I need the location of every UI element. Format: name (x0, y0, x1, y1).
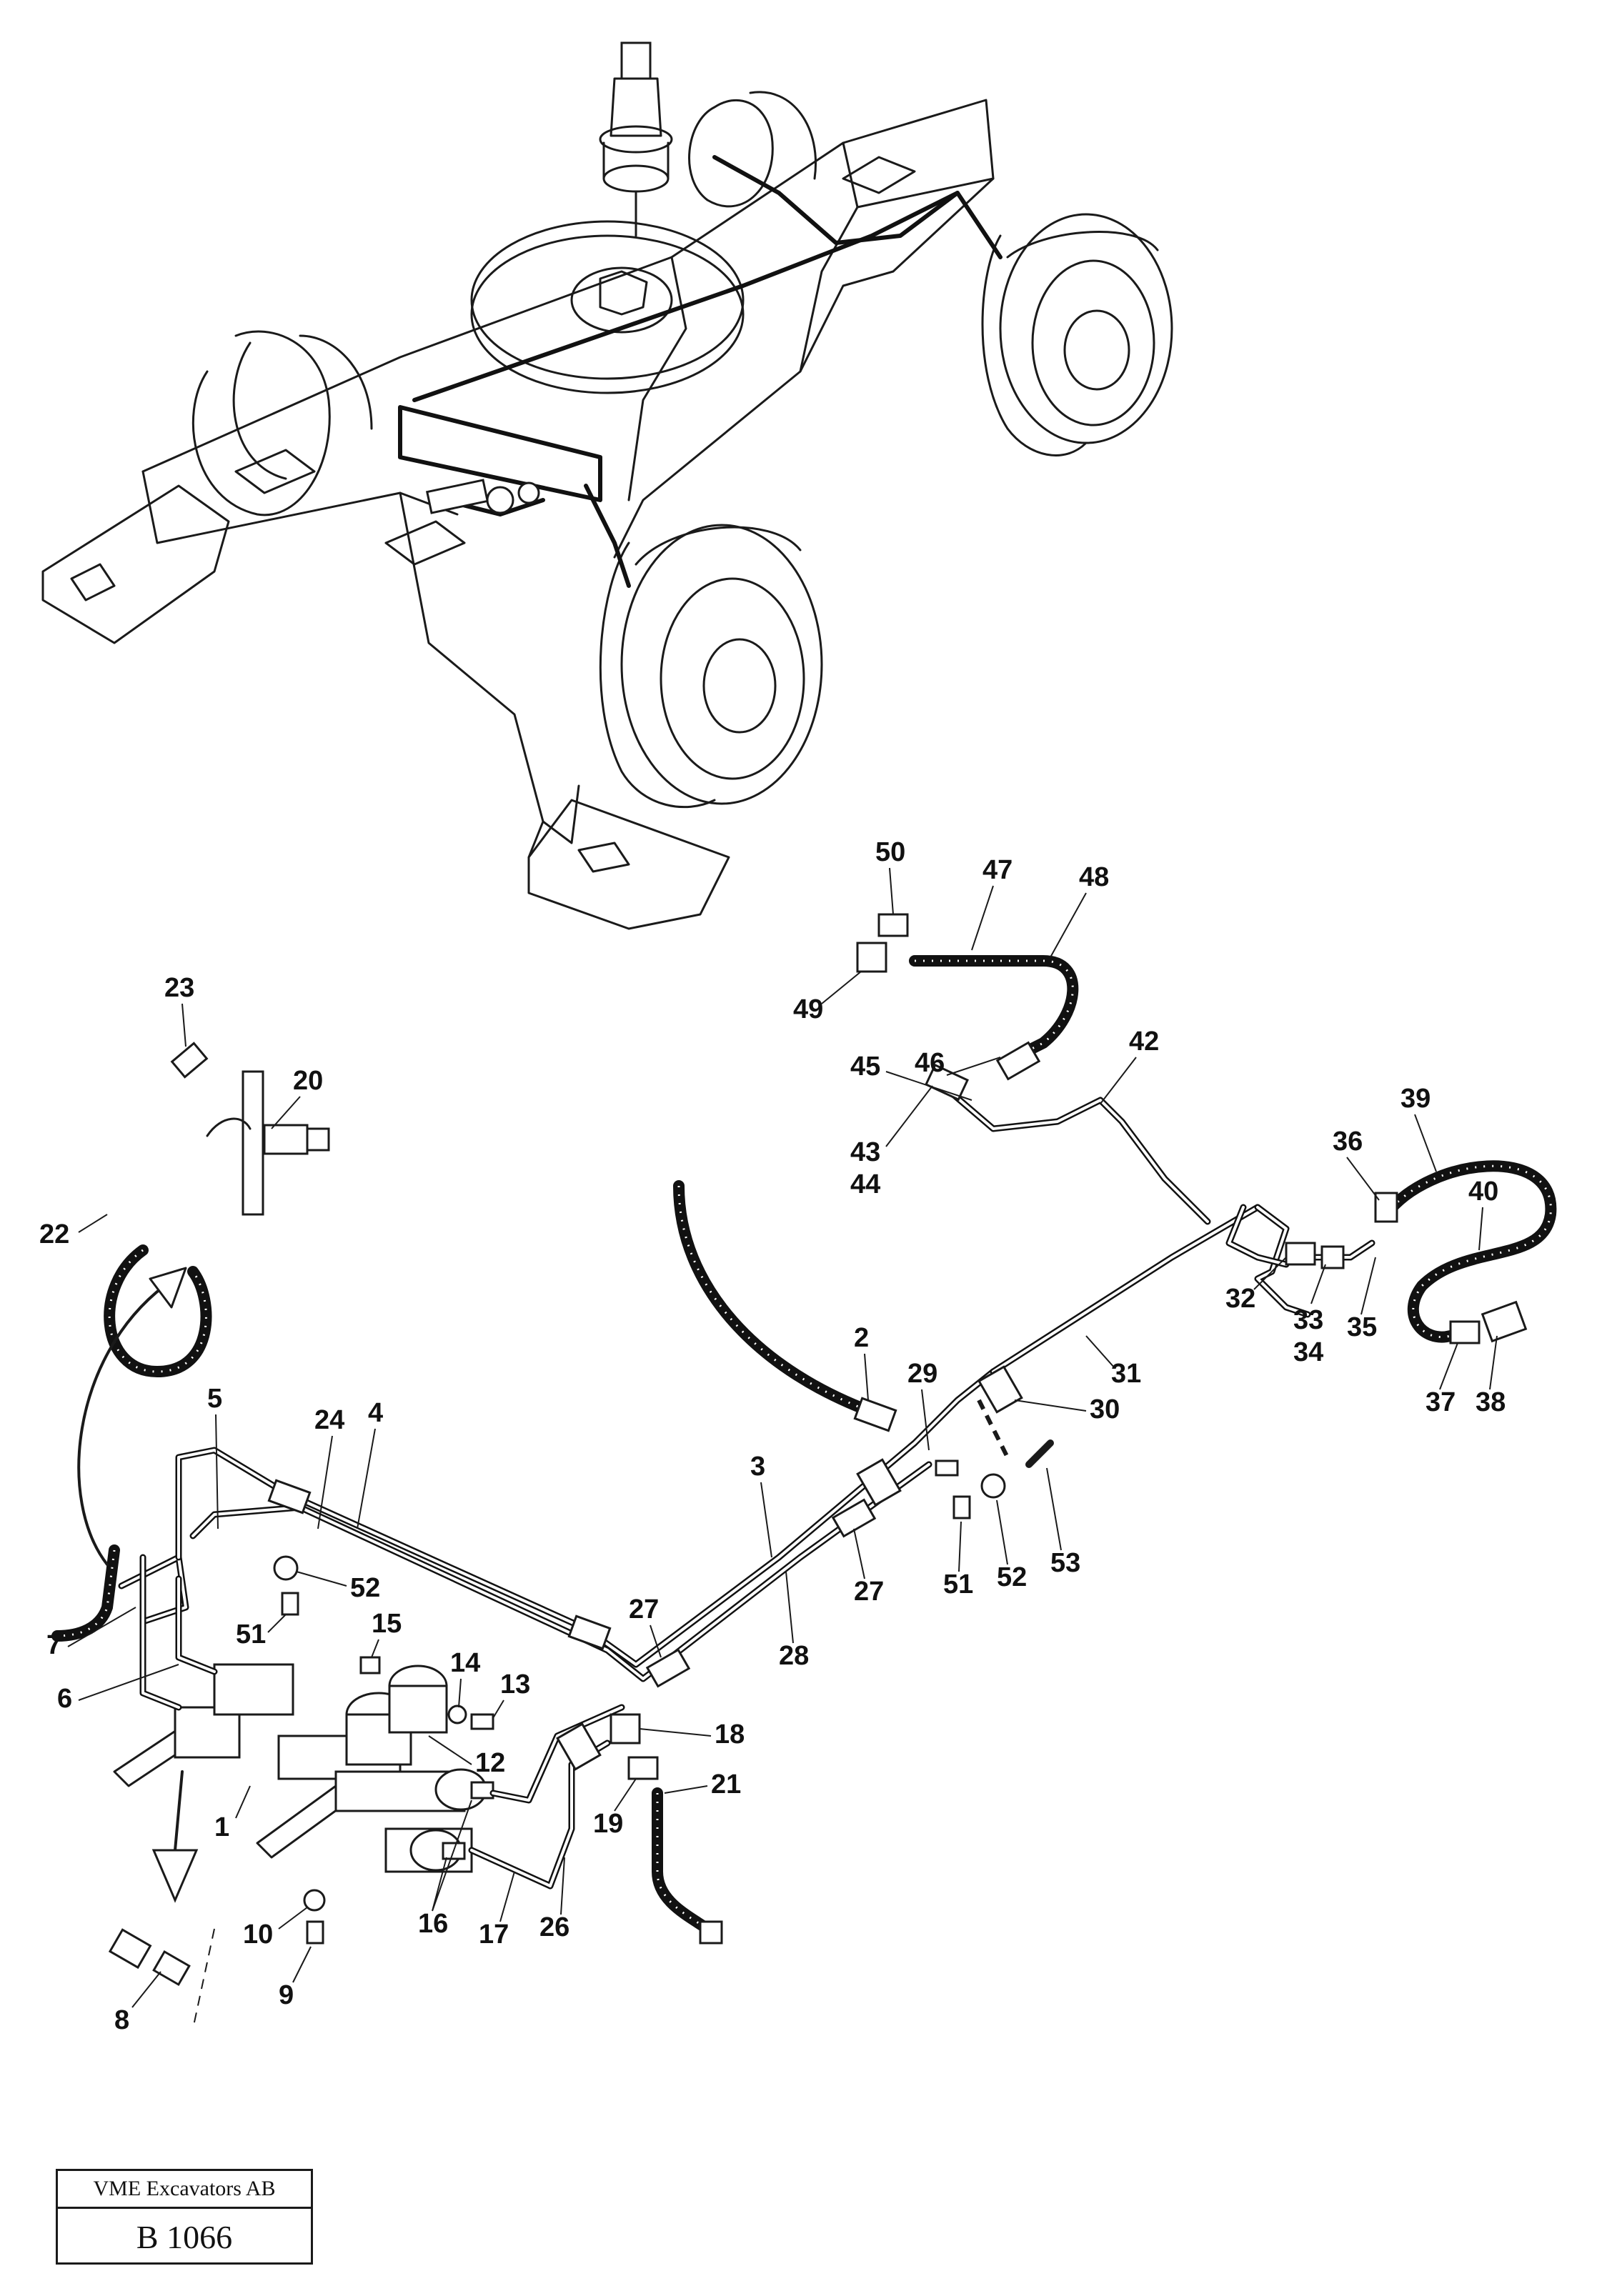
brake-pipes-lower (118, 1082, 1375, 2030)
callout-8: 8 (114, 2005, 129, 2035)
callout-2: 2 (854, 1323, 869, 1353)
callout-5: 5 (207, 1384, 222, 1414)
callout-49: 49 (793, 994, 823, 1024)
brake-valve-assembly (113, 1663, 494, 1873)
arrow-down (151, 1770, 199, 1903)
callout-37: 37 (1426, 1387, 1456, 1417)
callout-22: 22 (39, 1219, 69, 1249)
callout-45: 45 (850, 1052, 880, 1082)
callout-39: 39 (1400, 1084, 1431, 1114)
fittings (108, 913, 1528, 1987)
drawing-code: B 1066 (136, 2218, 233, 2255)
company-name: VME Excavators AB (58, 2171, 311, 2209)
callout-31: 31 (1111, 1359, 1141, 1389)
callout-27a: 27 (629, 1594, 659, 1624)
callout-10: 10 (243, 1920, 273, 1950)
callout-19: 19 (593, 1809, 623, 1839)
callout-12: 12 (475, 1748, 505, 1778)
title-block: VME Excavators AB B 1066 (56, 2169, 313, 2265)
callout-21: 21 (711, 1770, 741, 1800)
callout-36: 36 (1333, 1127, 1363, 1157)
brake-pipe-run-machine (398, 155, 1002, 588)
curved-arrow-up (77, 1267, 187, 1566)
callout-9: 9 (279, 1980, 294, 2010)
callout-29: 29 (907, 1359, 937, 1389)
callout-51a: 51 (943, 1569, 973, 1599)
callout-32: 32 (1225, 1284, 1255, 1314)
callout-17: 17 (479, 1920, 509, 1950)
callout-34: 34 (1293, 1337, 1323, 1367)
callout-labels: 1 2 3 4 5 6 7 8 9 10 12 13 14 15 16 17 1… (39, 837, 1506, 2035)
callout-14: 14 (450, 1648, 480, 1678)
wheel-right-rear-top (688, 91, 817, 208)
callout-4: 4 (368, 1398, 383, 1428)
callout-27b: 27 (854, 1577, 884, 1607)
callout-7: 7 (46, 1630, 61, 1660)
callout-15: 15 (372, 1609, 402, 1639)
callout-52b: 52 (350, 1573, 380, 1603)
callout-51b: 51 (236, 1619, 266, 1649)
undercarriage-illustration (41, 41, 1173, 930)
callout-48: 48 (1079, 862, 1109, 892)
chassis-body (41, 99, 995, 930)
callout-52a: 52 (997, 1562, 1027, 1592)
callout-30: 30 (1090, 1394, 1120, 1424)
wheel-left-front (599, 524, 823, 809)
callout-46: 46 (915, 1048, 945, 1078)
callout-26: 26 (539, 1912, 569, 1942)
callout-23: 23 (164, 973, 194, 1003)
callout-16: 16 (418, 1909, 448, 1939)
callout-33: 33 (1293, 1305, 1323, 1335)
callout-40: 40 (1468, 1177, 1498, 1207)
callout-1: 1 (214, 1812, 229, 1842)
wheel-left-rear (192, 330, 373, 516)
callout-50: 50 (875, 837, 905, 867)
callout-13: 13 (500, 1669, 530, 1699)
callout-44: 44 (850, 1169, 880, 1199)
callout-20: 20 (293, 1066, 323, 1096)
callout-53: 53 (1050, 1548, 1080, 1578)
callout-3: 3 (750, 1452, 765, 1482)
hoses (51, 955, 1557, 1935)
wheel-right-front (981, 213, 1173, 456)
callout-47: 47 (982, 855, 1013, 885)
callout-38: 38 (1476, 1387, 1506, 1417)
callout-18: 18 (715, 1719, 745, 1750)
callout-35: 35 (1347, 1312, 1377, 1342)
swivel-joint (599, 41, 673, 237)
turntable-ring (470, 220, 745, 394)
callout-28: 28 (779, 1641, 809, 1671)
callout-24: 24 (314, 1405, 344, 1435)
callout-43: 43 (850, 1137, 880, 1167)
callout-6: 6 (57, 1684, 72, 1714)
callout-42: 42 (1129, 1027, 1159, 1057)
